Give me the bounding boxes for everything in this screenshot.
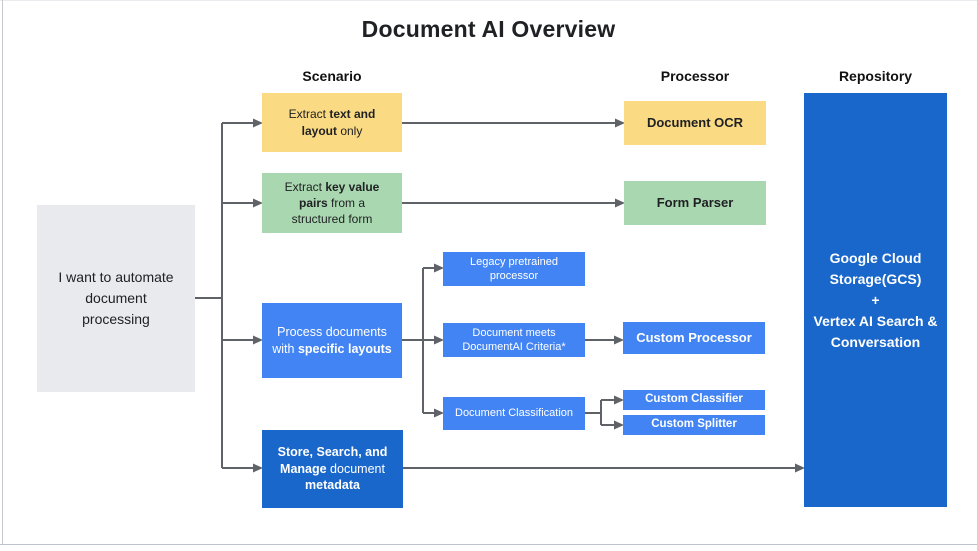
processor-custom-processor-box: Custom Processor xyxy=(623,322,765,354)
diagram-title: Document AI Overview xyxy=(361,16,616,42)
processor-custom-classifier-box: Custom Classifier xyxy=(623,390,765,410)
column-header-repository: Repository xyxy=(838,68,913,84)
processor-custom-splitter-box: Custom Splitter xyxy=(623,415,765,435)
column-header-scenario: Scenario xyxy=(302,68,362,84)
frame-bottom-border xyxy=(0,544,977,545)
column-header-processor: Processor xyxy=(660,68,730,84)
repository-line-2: + xyxy=(871,291,880,308)
repository-box: Google Cloud Storage(GCS) + Vertex AI Se… xyxy=(804,93,947,507)
scenario-specific-layouts-box: Process documents with specific layouts xyxy=(262,303,402,378)
repository-line-3: Vertex AI Search & Conversation xyxy=(813,312,938,350)
sub-scenario-meets-criteria-box: Document meets DocumentAI Criteria* xyxy=(443,323,585,357)
frame-top-border xyxy=(0,0,977,1)
root-box: I want to automate document processing xyxy=(37,205,195,392)
scenario-store-search-box: Store, Search, and Manage document metad… xyxy=(262,430,403,508)
scenario-extract-text-box: Extract text and layout only xyxy=(262,93,402,152)
sub-scenario-classification-box: Document Classification xyxy=(443,397,585,430)
frame-left-border xyxy=(2,0,3,544)
repository-line-1: Google Cloud Storage(GCS) xyxy=(829,249,922,287)
scenario-extract-kv-box: Extract key value pairs from a structure… xyxy=(262,173,402,233)
processor-document-ocr-box: Document OCR xyxy=(624,101,766,145)
sub-scenario-legacy-box: Legacy pretrained processor xyxy=(443,252,585,286)
processor-form-parser-box: Form Parser xyxy=(624,181,766,225)
